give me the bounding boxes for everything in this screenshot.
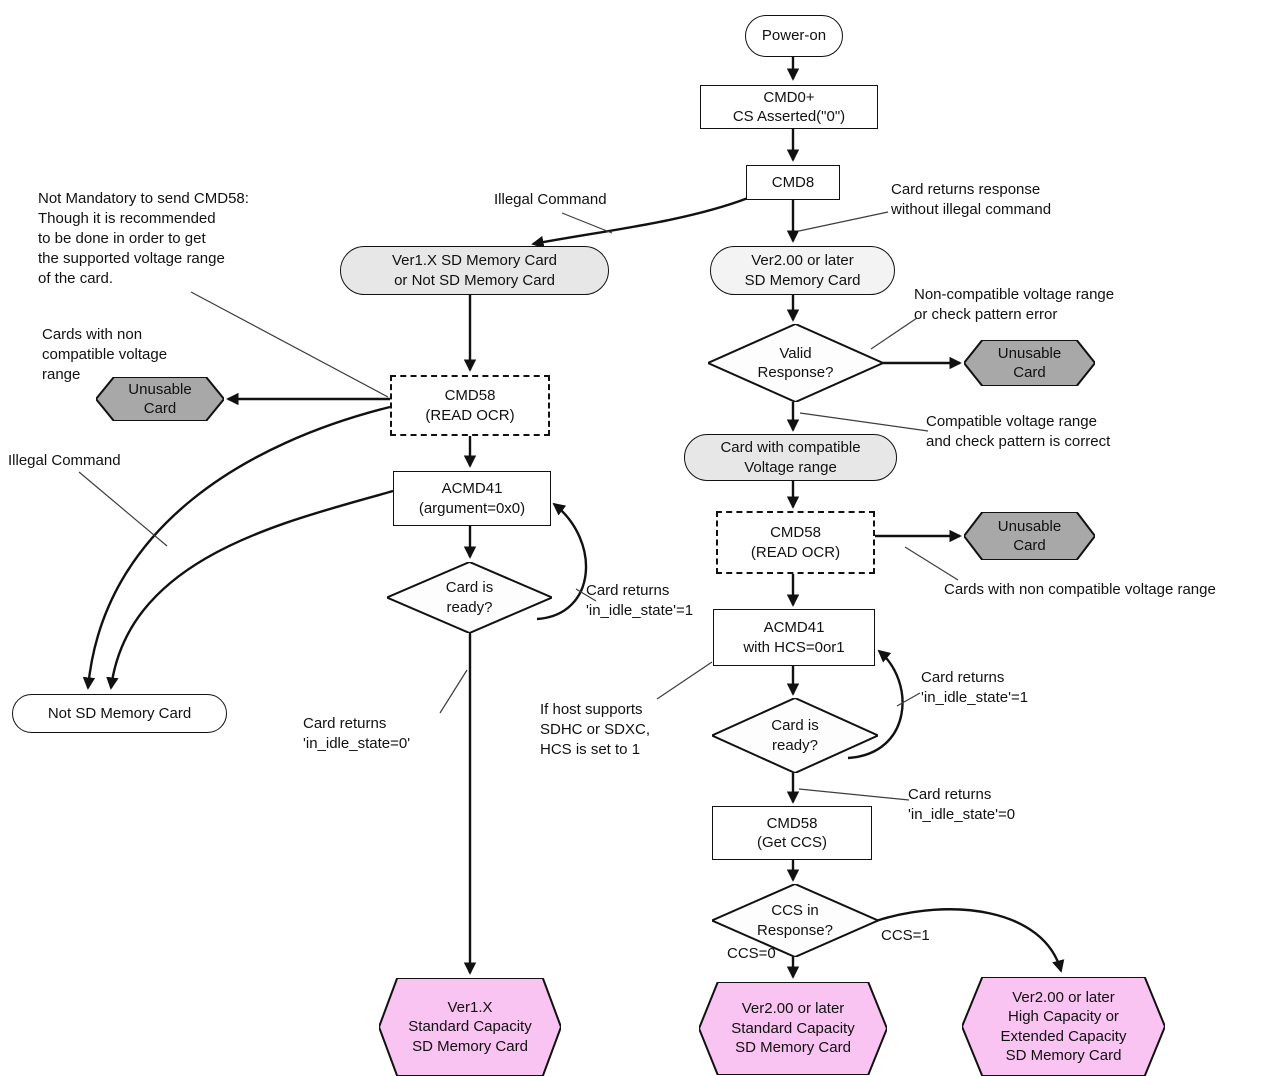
hexagon-shape (699, 982, 887, 1075)
annotation-cards-non-compatible-right: Cards with non compatible voltage range (944, 581, 1216, 598)
node-ver2-standard-label: Ver2.00 or later Standard Capacity SD Me… (731, 1000, 855, 1057)
node-ver1x-standard: Ver1.X Standard Capacity SD Memory Card (379, 978, 561, 1076)
arrow-illegal-cmd58-to-notsd (82, 405, 391, 690)
node-card-ready-right: Card is ready? (712, 698, 878, 773)
leader-idle1-right (896, 692, 921, 707)
hexagon-shape (964, 512, 1095, 560)
node-compatible-voltage: Card with compatible Voltage range (684, 434, 897, 481)
node-unusable-mid-label: Unusable Card (997, 517, 1062, 555)
node-acmd41-arg0: ACMD41 (argument=0x0) (393, 471, 551, 526)
node-cmd0: CMD0+ CS Asserted("0") (700, 85, 878, 129)
node-ver2-card-label: Ver2.00 or later SD Memory Card (744, 252, 861, 289)
node-valid-response: Valid Response? (708, 324, 883, 402)
arrow-cardreadyleft-loop (536, 502, 588, 621)
node-acmd41-arg0-label: ACMD41 (argument=0x0) (418, 480, 526, 517)
annotation-ccs-1: CCS=1 (881, 927, 930, 944)
node-card-ready-left: Card is ready? (387, 562, 552, 633)
annotation-cards-non-compatible-left: Cards with non compatible voltage range (42, 326, 168, 383)
node-unusable-card-left: Unusable Card (96, 377, 224, 421)
annotation-non-compatible-or-error: Non-compatible voltage range or check pa… (914, 286, 1115, 323)
node-not-sd-card: Not SD Memory Card (12, 694, 227, 733)
node-ver1x-standard-label: Ver1.X Standard Capacity SD Memory Card (408, 998, 532, 1055)
leader-cmd58-note (190, 291, 389, 398)
node-ver2-standard: Ver2.00 or later Standard Capacity SD Me… (699, 982, 887, 1075)
leader-host-supports (656, 661, 713, 700)
node-cmd58-get-ccs: CMD58 (Get CCS) (712, 806, 872, 860)
node-cmd58-read-ocr-left: CMD58 (READ OCR) (390, 375, 550, 436)
leader-response-without-illegal (798, 211, 889, 232)
node-card-ready-left-label: Card is ready? (445, 579, 494, 616)
diamond-shape (712, 884, 878, 957)
leader-non-compatible-right (870, 317, 918, 350)
leader-idle1-left (575, 588, 597, 602)
annotation-in-idle-0-right: Card returns 'in_idle_state'=0 (908, 786, 1016, 823)
hexagon-shape (96, 377, 224, 421)
node-unusable-card-mid: Unusable Card (964, 512, 1095, 560)
node-cmd8-label: CMD8 (771, 173, 815, 191)
node-unusable-card-top: Unusable Card (964, 340, 1095, 386)
node-cmd8: CMD8 (746, 165, 840, 200)
diamond-shape (387, 562, 552, 633)
node-compatible-voltage-label: Card with compatible Voltage range (720, 439, 861, 476)
node-ver1x-card-label: Ver1.X SD Memory Card or Not SD Memory C… (391, 252, 558, 289)
annotation-ccs-0: CCS=0 (727, 945, 776, 962)
node-cmd58-get-ccs-label: CMD58 (Get CCS) (756, 814, 827, 852)
leader-idle0-left (439, 669, 468, 714)
leader-cards-non-compatible-right (904, 546, 959, 581)
diamond-shape (708, 324, 883, 402)
leader-compatible-right (799, 412, 929, 432)
node-valid-response-label: Valid Response? (757, 344, 834, 382)
node-cmd58-left-label: CMD58 (READ OCR) (425, 387, 515, 424)
leader-idle0-right (798, 788, 910, 801)
node-ccs-response-label: CCS in Response? (757, 902, 833, 939)
node-ver2-high: Ver2.00 or later High Capacity or Extend… (962, 977, 1165, 1076)
hexagon-shape (962, 977, 1165, 1076)
leader-illegal-left (78, 471, 168, 547)
node-not-sd-label: Not SD Memory Card (47, 704, 192, 722)
annotation-in-idle-1-left: Card returns 'in_idle_state'=1 (586, 582, 694, 619)
node-card-ready-right-label: Card is ready? (771, 717, 819, 754)
node-ccs-response: CCS in Response? (712, 884, 878, 957)
leader-illegal-top (561, 212, 613, 234)
annotation-response-without-illegal: Card returns response without illegal co… (891, 181, 1052, 218)
arrow-ccs-to-ver2high (875, 908, 1065, 973)
hexagon-shape (379, 978, 561, 1076)
node-power-on: Power-on (745, 15, 843, 57)
node-acmd41-hcs-label: ACMD41 with HCS=0or1 (743, 619, 845, 656)
node-cmd0-label: CMD0+ CS Asserted("0") (732, 88, 846, 126)
node-cmd58-right-label: CMD58 (READ OCR) (750, 524, 841, 561)
arrow-illegal-acmd41-to-notsd (106, 489, 394, 690)
arrow-cardready-loop-right (847, 649, 904, 760)
node-unusable-top-label: Unusable Card (997, 344, 1062, 382)
node-ver2-high-label: Ver2.00 or later High Capacity or Extend… (1000, 988, 1127, 1065)
node-power-on-label: Power-on (761, 27, 827, 45)
node-ver2-card: Ver2.00 or later SD Memory Card (710, 246, 895, 295)
annotation-in-idle-0-left: Card returns 'in_idle_state=0' (303, 715, 411, 752)
diamond-shape (712, 698, 878, 773)
arrow-cmd8-to-ver1x (531, 196, 749, 249)
annotation-in-idle-1-right: Card returns 'in_idle_state'=1 (921, 669, 1029, 706)
annotation-cmd58-note: Not Mandatory to send CMD58: Though it i… (38, 190, 249, 287)
node-cmd58-read-ocr-right: CMD58 (READ OCR) (716, 511, 875, 574)
annotation-illegal-command-left: Illegal Command (8, 452, 121, 469)
annotation-illegal-command-top: Illegal Command (494, 191, 607, 208)
node-acmd41-hcs: ACMD41 with HCS=0or1 (713, 609, 875, 666)
annotation-compatible-and-correct: Compatible voltage range and check patte… (926, 413, 1111, 450)
node-unusable-left-label: Unusable Card (128, 380, 192, 418)
node-ver1x-card: Ver1.X SD Memory Card or Not SD Memory C… (340, 246, 609, 295)
annotation-host-supports: If host supports SDHC or SDXC, HCS is se… (540, 701, 651, 758)
hexagon-shape (964, 340, 1095, 386)
